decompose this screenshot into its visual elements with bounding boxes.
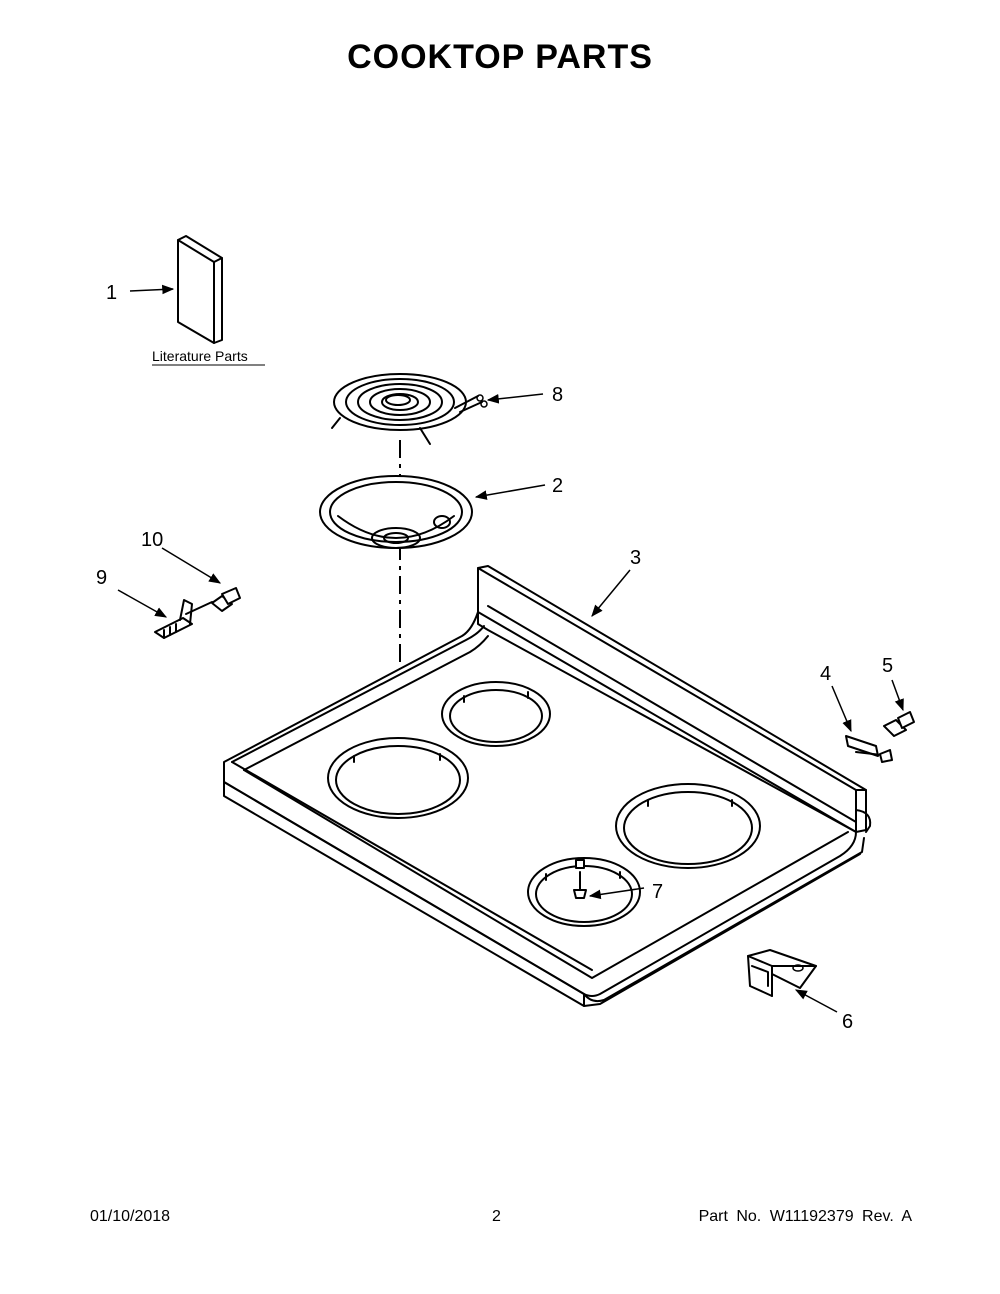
callout-4-arrow xyxy=(831,685,852,733)
callout-6-arrow xyxy=(794,989,838,1013)
burner-opening-right-front xyxy=(527,857,641,927)
burner-opening-left-rear xyxy=(441,681,551,747)
cooktop-panel xyxy=(223,565,872,1007)
callout-3-arrow xyxy=(591,569,631,617)
footer-part-number: Part No. W11192379 Rev. A xyxy=(698,1208,912,1225)
coil-element xyxy=(331,373,488,445)
callout-8-arrow xyxy=(486,393,544,404)
callout-7-arrow xyxy=(588,887,645,900)
clip-screw xyxy=(883,711,915,737)
callout-1: 1 xyxy=(106,282,117,304)
callout-10: 10 xyxy=(141,529,163,551)
callout-2: 2 xyxy=(552,475,563,497)
callout-5: 5 xyxy=(882,655,893,677)
callout-3: 3 xyxy=(630,547,641,569)
callout-2-arrow xyxy=(474,484,546,500)
drip-bowl xyxy=(319,475,473,549)
callout-1-arrow xyxy=(129,284,175,295)
literature-booklet xyxy=(177,235,223,344)
terminal-screw xyxy=(211,587,241,612)
terminal-block xyxy=(154,599,213,639)
mounting-bracket xyxy=(747,949,817,997)
hold-down-clip xyxy=(845,735,893,763)
callout-9: 9 xyxy=(96,567,107,589)
footer-date: 01/10/2018 xyxy=(90,1208,171,1225)
footer-page-number: 2 xyxy=(492,1208,501,1225)
callout-10-arrow xyxy=(161,547,222,584)
burner-opening-right-rear xyxy=(615,783,761,869)
callout-6: 6 xyxy=(842,1011,853,1033)
callout-7: 7 xyxy=(652,881,663,903)
burner-opening-left-front xyxy=(327,737,469,819)
page-title: COOKTOP PARTS xyxy=(347,38,653,76)
callout-9-arrow xyxy=(117,589,168,618)
literature-parts-label: Literature Parts xyxy=(152,348,248,364)
callout-4: 4 xyxy=(820,663,831,685)
callout-5-arrow xyxy=(891,679,904,712)
callout-8: 8 xyxy=(552,384,563,406)
mounting-screw xyxy=(573,871,587,899)
